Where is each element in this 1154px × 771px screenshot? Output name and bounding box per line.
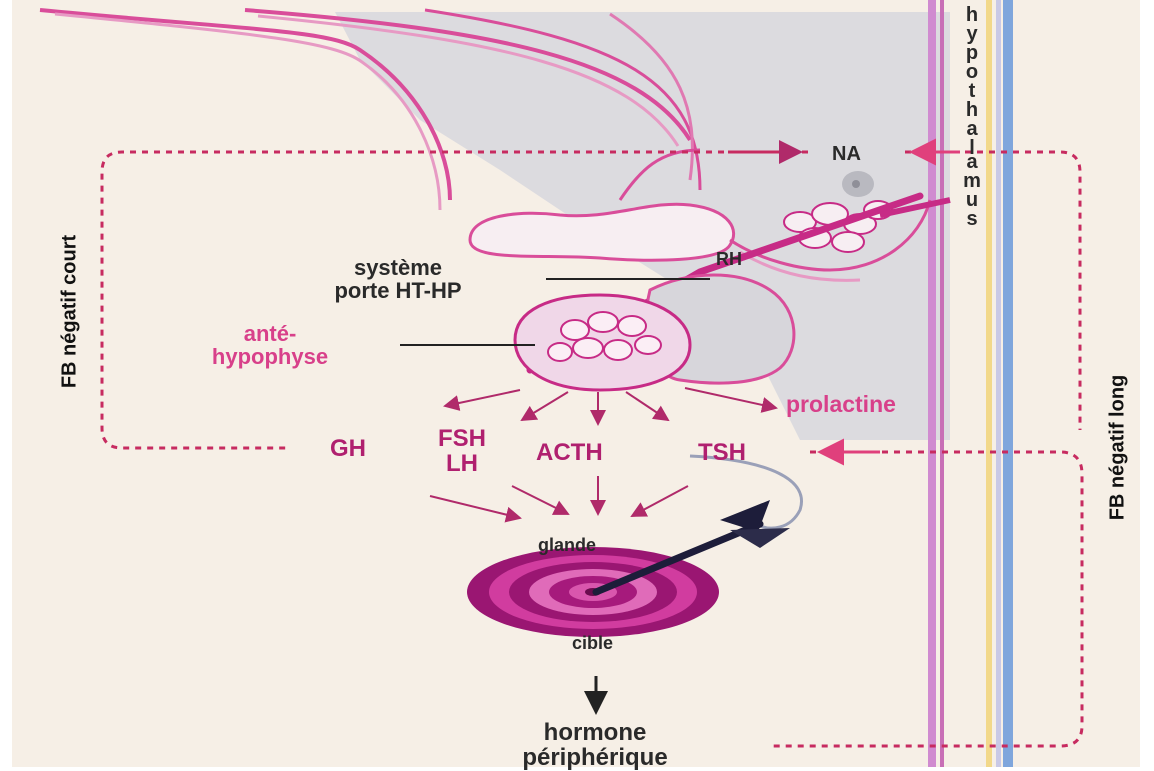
hypothalamus-letter: a bbox=[962, 153, 982, 171]
hypothalamus-letter: t bbox=[962, 82, 982, 100]
rh-label: RH bbox=[716, 250, 742, 269]
hypothalamus-letter: u bbox=[962, 191, 982, 209]
hypothalamus-letter: y bbox=[962, 25, 982, 43]
ante-hypophyse-label: anté- hypophyse bbox=[150, 322, 390, 368]
hormone-peripherique-label: hormone périphérique bbox=[430, 720, 760, 770]
hypothalamus-letter: h bbox=[962, 6, 982, 24]
hypothalamus-letter: m bbox=[962, 172, 982, 190]
prolactine-label: prolactine bbox=[786, 392, 896, 416]
ante-line1: anté- bbox=[150, 322, 390, 345]
hypothalamus-letter: h bbox=[962, 101, 982, 119]
systeme-line2: porte HT-HP bbox=[248, 279, 548, 302]
lh-label: LH bbox=[422, 451, 502, 476]
tsh-label: TSH bbox=[698, 440, 746, 465]
fb-long-label: FB négatif long bbox=[1107, 370, 1130, 526]
purple-band bbox=[928, 0, 936, 767]
hypothalamus-letter: a bbox=[962, 120, 982, 138]
hypothalamus-letter: s bbox=[962, 210, 982, 228]
blue-band bbox=[1003, 0, 1013, 767]
fsh-lh-label: FSH LH bbox=[422, 426, 502, 476]
cible-label: cible bbox=[572, 634, 613, 653]
glande-label: glande bbox=[538, 536, 596, 555]
ante-line2: hypophyse bbox=[150, 345, 390, 368]
anterior-pituitary bbox=[515, 295, 690, 390]
systeme-porte-label: système porte HT-HP bbox=[248, 256, 548, 302]
systeme-line1: système bbox=[248, 256, 548, 279]
hypothalamus-letter: p bbox=[962, 44, 982, 62]
na-label: NA bbox=[832, 144, 861, 165]
hormone-line: hormone bbox=[430, 720, 760, 745]
yellow-band bbox=[986, 0, 992, 767]
hypothalamus-letter: o bbox=[962, 63, 982, 81]
fb-court-label: FB négatif court bbox=[59, 224, 82, 400]
acth-label: ACTH bbox=[536, 440, 603, 465]
fsh-label: FSH bbox=[422, 426, 502, 451]
gh-label: GH bbox=[330, 436, 366, 461]
